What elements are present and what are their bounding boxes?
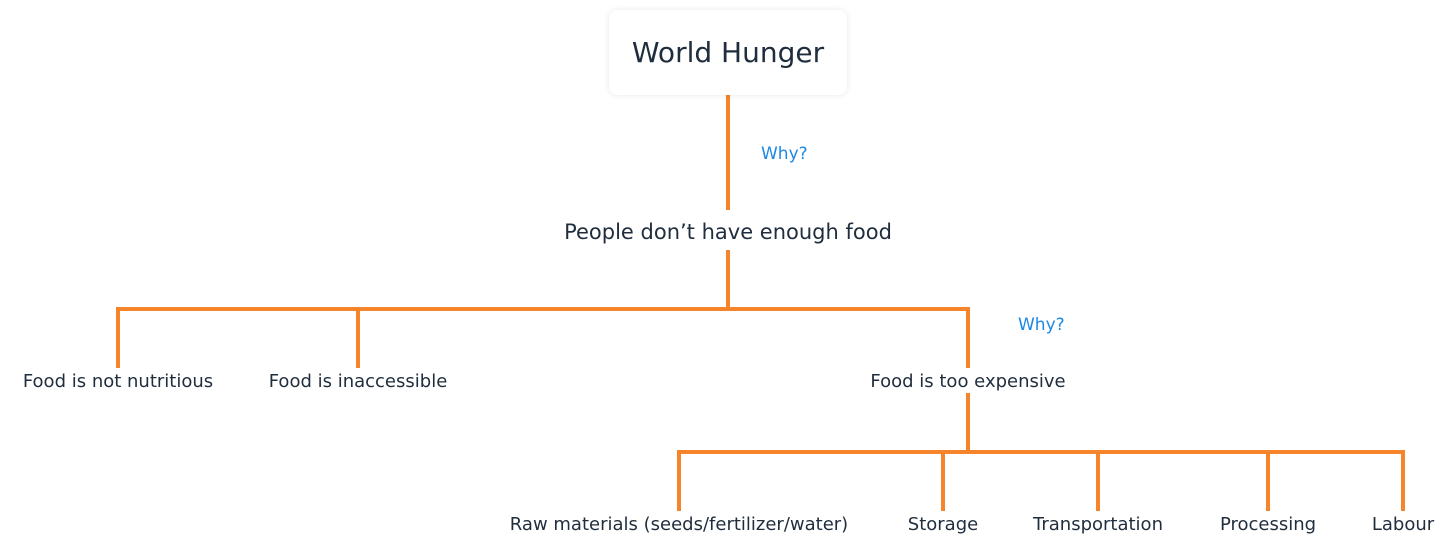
why-label-2: Why? [1018,315,1065,335]
why-label-1: Why? [761,144,808,164]
root-node[interactable]: World Hunger [609,10,847,95]
node-processing[interactable]: Processing [1219,514,1317,535]
node-people-dont-have-enough-food[interactable]: People don’t have enough food [564,220,892,244]
node-food-inaccessible[interactable]: Food is inaccessible [268,371,448,392]
node-labour[interactable]: Labour [1371,514,1435,535]
node-raw-materials[interactable]: Raw materials (seeds/fertilizer/water) [509,514,849,535]
node-storage[interactable]: Storage [907,514,979,535]
root-node-label: World Hunger [631,36,825,69]
node-food-too-expensive[interactable]: Food is too expensive [870,371,1066,392]
node-transportation[interactable]: Transportation [1033,514,1163,535]
node-food-not-nutritious[interactable]: Food is not nutritious [22,371,214,392]
